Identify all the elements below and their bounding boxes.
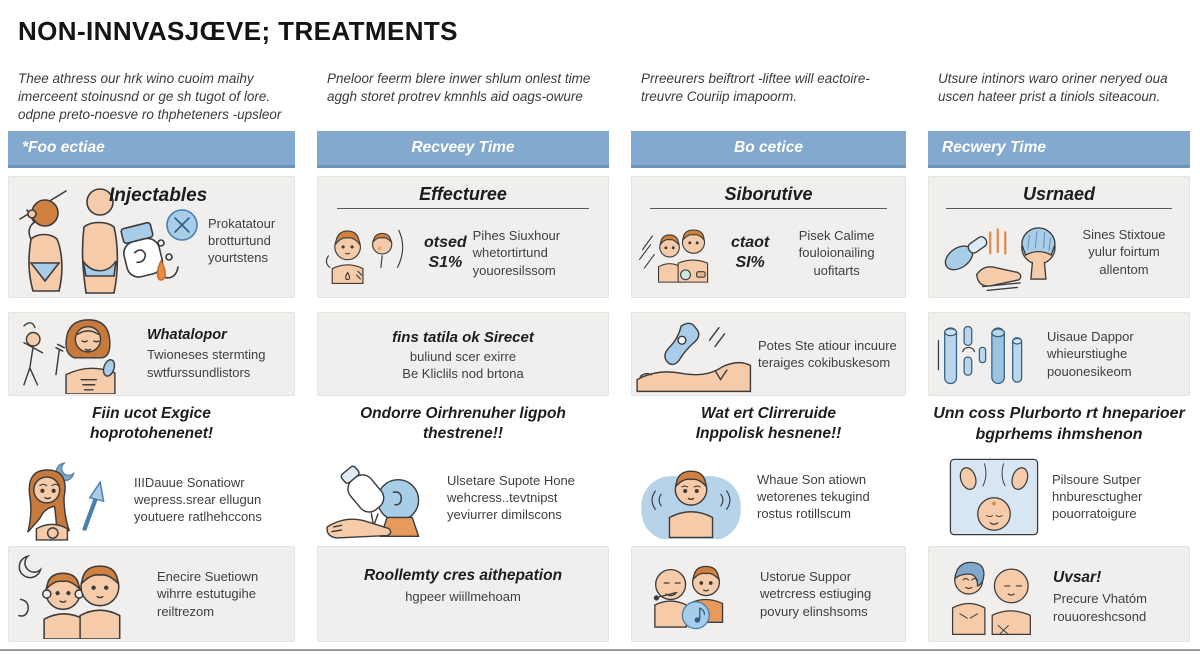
two-faces-arc-icon [325,229,404,284]
card-whatalopor: Whatalopor Twioneses stermting swtfurssu… [8,312,295,396]
card-text: Uisaue Dappor whieurstiughe pouonesikeom [1047,329,1134,379]
device-on-arm-icon [636,322,752,393]
block-text: Whaue Son atiown wetorenes tekugind rost… [757,471,870,521]
block-unn-coss: Unn coss Plurborto rt hneparioer bgprhem… [928,404,1190,536]
card-text: Precure Vhatóm rouuoreshcsond [1053,591,1147,624]
card-text: Pihes Siuxhour whetortirtund youoresilss… [472,228,561,278]
block-ondorre: Ondorre Oirhrenuher ligpoh thestrene!! [317,404,609,539]
blue-cylinders-icon [937,325,1023,385]
two-faces-music-note-icon [653,565,724,630]
figures-with-syringe-bottle-drop-icon [19,188,198,294]
card-title: Siborutive [724,184,813,204]
card-text: Ustorue Suppor wetrcress estiuging povur… [760,569,872,619]
card-roollemty: Roollemty cres aithepation hgpeer wiillm… [317,546,609,642]
banner-col1: *Foo ectiae [8,131,295,168]
intro-col2: Pneloor feerm blere inwer shlum onlest t… [327,71,591,104]
banner-col4: Recwery Time [928,131,1190,168]
intro-col3: Prreeurers beiftrort -liftee will eactoi… [641,71,870,104]
device-hand-capped-head-icon [944,227,1056,291]
content-grid: Thee athress our hrk wino cuoim maihy im… [8,68,1190,642]
woman-with-arrow-icon [27,462,105,541]
two-faces-slashes-icon [638,229,709,283]
banner-col2: Recveey Time [317,131,609,168]
banner-col3: Bo cetice [631,131,906,168]
page-title: NON-INNVASJŒVE; TREATMENTS [18,16,458,46]
block-fiin-ucot: Fiin ucot Exgice hoprotohenenet! [8,404,295,541]
hand-bottle-over-head-icon [326,465,420,539]
card-title: Injectables [109,185,208,206]
card-effecturee: Effecturee [317,176,609,298]
block-heading: Ondorre Oirhrenuher ligpoh thestrene!! [360,405,566,443]
intro-col1: Thee athress our hrk wino cuoim maihy im… [18,71,282,122]
block-heading: Fiin ucot Exgice hoprotohenenet! [89,405,214,443]
two-figures-blue-hair-icon [951,561,1031,635]
card-uisaue: Uisaue Dappor whieurstiughe pouonesikeom [928,312,1190,396]
card-siborutive: Siborutive [631,176,906,298]
person-lying-on-sheet-icon [949,458,1039,535]
title-rule [649,208,888,209]
card-title: Roollemty cres aithepation [363,567,563,584]
card-potes: Potes Ste atiour incuure teraiges cokibu… [631,312,906,396]
card-line2: Be Kliclils nod brtona [402,366,524,382]
card-usrnaed: Usrnaed [928,176,1190,298]
intro-col4: Utsure intinors waro oriner neryed oua u… [938,71,1168,104]
card-text: Twioneses stermting swtfurssundlistors [147,347,266,380]
card-title: Whatalopor [147,327,227,344]
card-text: hgpeer wiillmehoam [405,589,521,604]
card-title: Effecturee [419,184,507,204]
card-text: Enecire Suetiown wihrre estutugihe reilt… [157,569,259,619]
card-text: Sines Stixtoue yulur foirtum allentom [1082,227,1166,277]
card-text: Prokatatour brotturtund yourtstens [208,216,276,266]
card-fins-tatila: fins tatila ok Sirecet buliund scer exir… [317,312,609,396]
card-uvsar: Uvsar! Precure Vhatóm rouuoreshcsond [928,546,1190,642]
block-text: Ulsetare Supote Hone wehcress..tevtnipst… [447,472,575,522]
card-text: Potes Ste atiour incuure teraiges cokibu… [758,337,897,370]
woman-with-tools-icon [23,319,116,394]
card-title: Usrnaed [1022,184,1096,204]
card-injectables: Injectables Prokatatour brotturtund your… [8,176,295,298]
card-text: Pisek Calime fouloionailing uofitarts [798,228,875,278]
block-heading: Wat ert Clirreruide Inppolisk hesnene!! [695,405,842,443]
card-ustorue: Ustorue Suppor wetrcress estiuging povur… [631,546,906,642]
block-wat-ert: Wat ert Clirreruide Inppolisk hesnene!! [631,404,906,540]
block-text: Pilsoure Sutper hnburesctugher pouorrato… [1052,471,1143,522]
block-text: IIIDauue Sonatiowr wepress.srear ellugun… [134,474,262,524]
card-enecire: Enecire Suetiown wihrre estutugihe reilt… [8,546,295,642]
title-rule [336,208,590,209]
two-faces-moon-icon [18,554,121,639]
block-heading: Unn coss Plurborto rt hneparioer bgprhem… [933,405,1185,443]
card-line1: buliund scer exirre [409,349,517,364]
card-title: Uvsar! [1053,569,1102,587]
man-vibration-blob-icon [641,470,741,540]
bottom-divider [0,649,1200,651]
title-rule [945,208,1173,209]
card-title: fins tatila ok Sirecet [392,329,534,346]
